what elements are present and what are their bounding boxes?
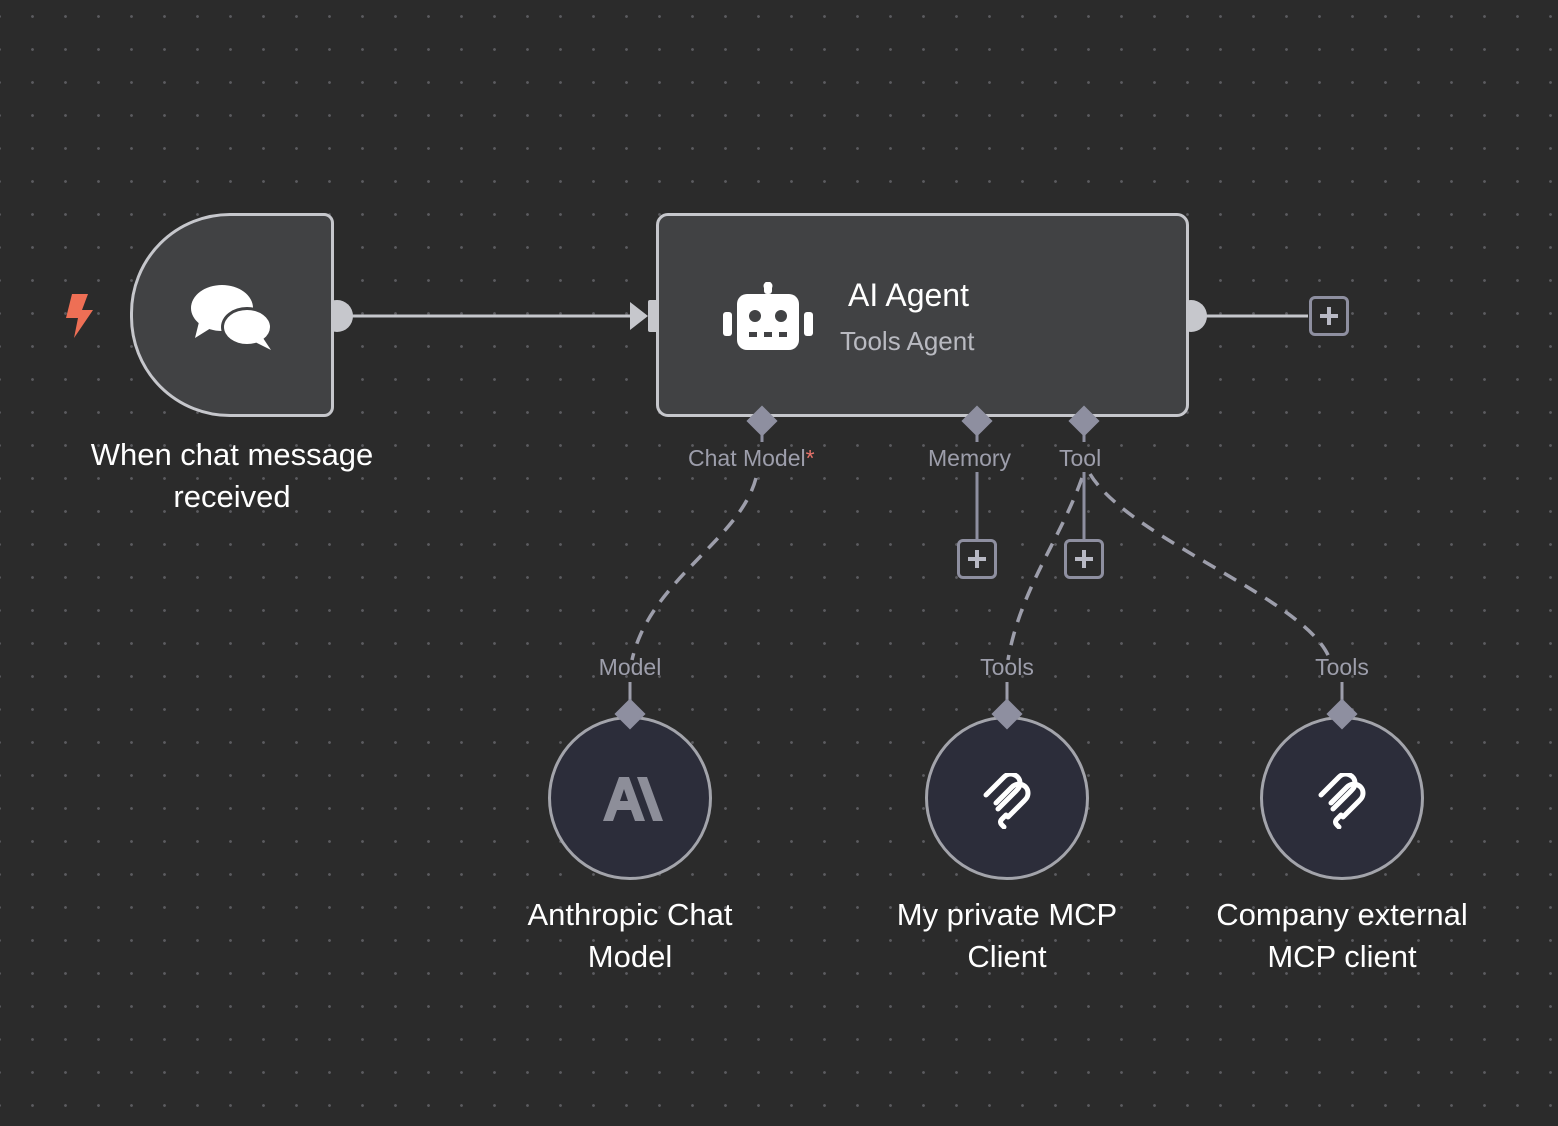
company-mcp-title-line-1: Company external [1216,897,1468,932]
add-memory-button[interactable] [957,539,997,579]
mcp-icon [1318,773,1366,829]
private-mcp-client-node[interactable] [925,716,1089,880]
ai-agent-node[interactable] [656,213,1189,417]
company-mcp-node-title: Company external MCP client [1172,894,1512,978]
trigger-title-line-1: When chat message [90,437,374,472]
company-mcp-client-node[interactable] [1260,716,1424,880]
trigger-title-line-2: received [173,479,291,514]
agent-node-subtitle: Tools Agent [840,326,975,356]
tool-port-label: Tool [1059,445,1102,471]
robot-icon [723,282,813,350]
trigger-node-title: When chat message received [52,434,412,518]
anthropic-title-line-2: Model [587,939,673,974]
anthropic-model-port-label: Model [598,654,662,680]
memory-port-label: Memory [928,445,1012,471]
anthropic-chat-model-node[interactable] [548,716,712,880]
private-mcp-title-line-2: Client [967,939,1047,974]
connection-tool-private-mcp[interactable] [1006,477,1084,661]
agent-node-title: AI Agent [848,277,969,313]
company-mcp-tools-port-label: Tools [1315,654,1369,680]
chat-model-label-text: Chat Model [688,445,806,471]
company-mcp-port-diamond-icon[interactable] [1323,695,1361,733]
chat-bubbles-icon [191,285,273,350]
add-next-node-button[interactable] [1309,296,1349,336]
mcp-icon [983,773,1031,829]
add-tool-button[interactable] [1064,539,1104,579]
lightning-bolt-icon [66,294,93,338]
anthropic-node-title: Anthropic Chat Model [470,894,790,978]
chat-trigger-node[interactable] [130,213,334,417]
memory-port-diamond-icon[interactable] [958,402,996,440]
company-mcp-title-line-2: MCP client [1267,939,1417,974]
anthropic-port-diamond-icon[interactable] [611,695,649,733]
private-mcp-port-diamond-icon[interactable] [988,695,1026,733]
connection-tool-company-mcp[interactable] [1088,473,1332,661]
anthropic-title-line-1: Anthropic Chat [527,897,733,932]
chat-model-port-label: Chat Model* [688,444,815,472]
chat-model-port-diamond-icon[interactable] [743,402,781,440]
tool-port-diamond-icon[interactable] [1065,402,1103,440]
connection-arrow-head [630,302,648,330]
private-mcp-tools-port-label: Tools [980,654,1034,680]
required-marker: * [805,445,815,471]
anthropic-logo-icon [603,777,663,821]
private-mcp-node-title: My private MCP Client [847,894,1167,978]
private-mcp-title-line-1: My private MCP [896,897,1118,932]
connection-chat-model[interactable] [630,477,758,661]
